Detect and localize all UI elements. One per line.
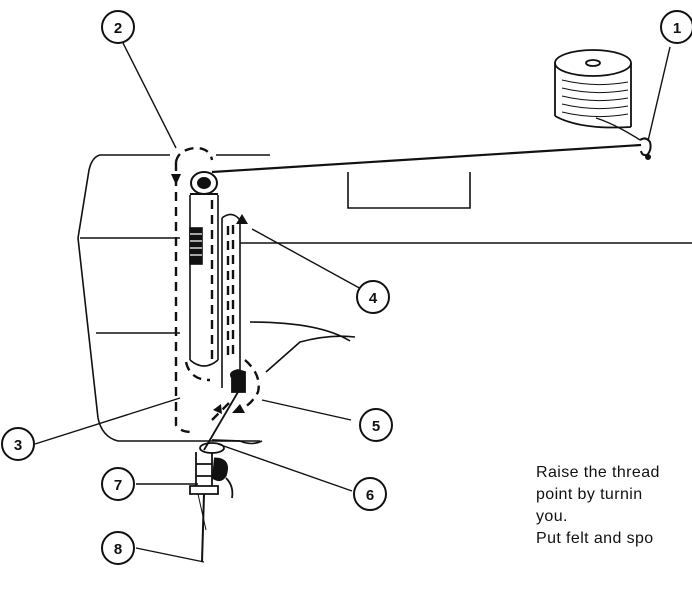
callout-label-2: 2 [114,20,122,37]
direction-arrows [171,174,248,414]
callout-label-3: 3 [14,437,22,454]
instruction-line: point by turnin [536,486,643,503]
instruction-line: you. [536,508,568,525]
instruction-text: Raise the thread point by turnin you. Pu… [536,462,692,550]
callout-2: 2 [101,10,135,44]
callout-label-1: 1 [673,20,681,37]
thread-line [211,143,642,174]
instruction-line: Raise the thread [536,464,660,481]
needle-assembly [189,369,246,563]
callout-3: 3 [1,427,35,461]
callout-label-5: 5 [372,418,380,435]
callout-label-4: 4 [369,290,378,307]
callout-8: 8 [101,531,135,565]
thread-spool [554,49,641,141]
callout-leader-lines [34,42,671,563]
thread-guide-hook [639,137,652,160]
callout-4: 4 [356,280,390,314]
callout-label-8: 8 [114,541,122,558]
callout-label-6: 6 [366,487,374,504]
callout-7: 7 [101,467,135,501]
callout-1: 1 [660,10,692,44]
threading-route-dashed [174,146,260,434]
callout-6: 6 [353,477,387,511]
machine-body-outline [77,154,692,445]
callout-label-7: 7 [114,477,122,494]
callout-5: 5 [359,408,393,442]
instruction-line: Put felt and spo [536,530,654,547]
tension-disc [190,171,218,195]
